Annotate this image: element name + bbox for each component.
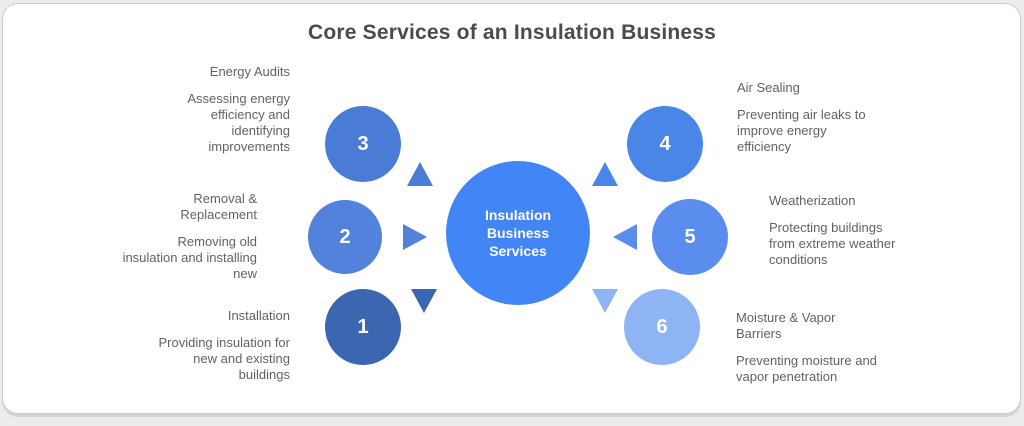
service-info-weatherization: Weatherization Protecting buildings from… bbox=[769, 193, 909, 268]
service-description: Assessing energy efficiency and identify… bbox=[187, 91, 290, 154]
service-name: Moisture & Vapor Barriers bbox=[736, 310, 836, 341]
service-circle-2: 2 bbox=[308, 200, 382, 274]
service-circle-4: 4 bbox=[627, 106, 703, 182]
service-info-installation: Installation Providing insulation for ne… bbox=[152, 308, 290, 383]
service-circle-5: 5 bbox=[652, 199, 728, 275]
service-name: Installation bbox=[227, 308, 290, 323]
service-number: 5 bbox=[684, 225, 696, 248]
arrow-down-icon bbox=[592, 289, 618, 313]
service-info-energy-audits: Energy Audits Assessing energy efficienc… bbox=[153, 64, 290, 155]
service-circle-1: 1 bbox=[325, 289, 401, 365]
service-name: Air Sealing bbox=[737, 80, 800, 95]
service-number: 3 bbox=[357, 132, 369, 155]
arrow-up-icon bbox=[407, 162, 433, 186]
service-number: 4 bbox=[659, 132, 671, 155]
service-description: Preventing air leaks to improve energy e… bbox=[737, 107, 866, 154]
service-circle-6: 6 bbox=[624, 289, 700, 365]
service-description: Removing old insulation and installing n… bbox=[122, 234, 257, 281]
arrow-right-icon bbox=[403, 224, 427, 250]
service-info-removal-replacement: Removal & Replacement Removing old insul… bbox=[120, 191, 257, 282]
service-circle-3: 3 bbox=[325, 106, 401, 182]
service-number: 2 bbox=[339, 225, 351, 248]
service-description: Protecting buildings from extreme weathe… bbox=[769, 220, 896, 267]
service-number: 6 bbox=[656, 315, 668, 338]
service-number: 1 bbox=[357, 315, 369, 338]
service-description: Providing insulation for new and existin… bbox=[158, 335, 290, 382]
arrow-down-icon bbox=[411, 289, 437, 313]
page-title: Core Services of an Insulation Business bbox=[307, 21, 717, 44]
arrow-up-icon bbox=[592, 162, 618, 186]
service-info-moisture-vapor-barriers: Moisture & Vapor Barriers Preventing moi… bbox=[736, 310, 884, 385]
service-name: Removal & Replacement bbox=[180, 191, 257, 222]
service-description: Preventing moisture and vapor penetratio… bbox=[736, 353, 877, 384]
arrow-left-icon bbox=[613, 224, 637, 250]
center-hub-label: Insulation Business Services bbox=[484, 206, 552, 260]
center-hub-circle: Insulation Business Services bbox=[446, 161, 590, 305]
service-name: Energy Audits bbox=[209, 64, 290, 79]
service-info-air-sealing: Air Sealing Preventing air leaks to impr… bbox=[737, 80, 877, 155]
service-name: Weatherization bbox=[769, 193, 856, 208]
